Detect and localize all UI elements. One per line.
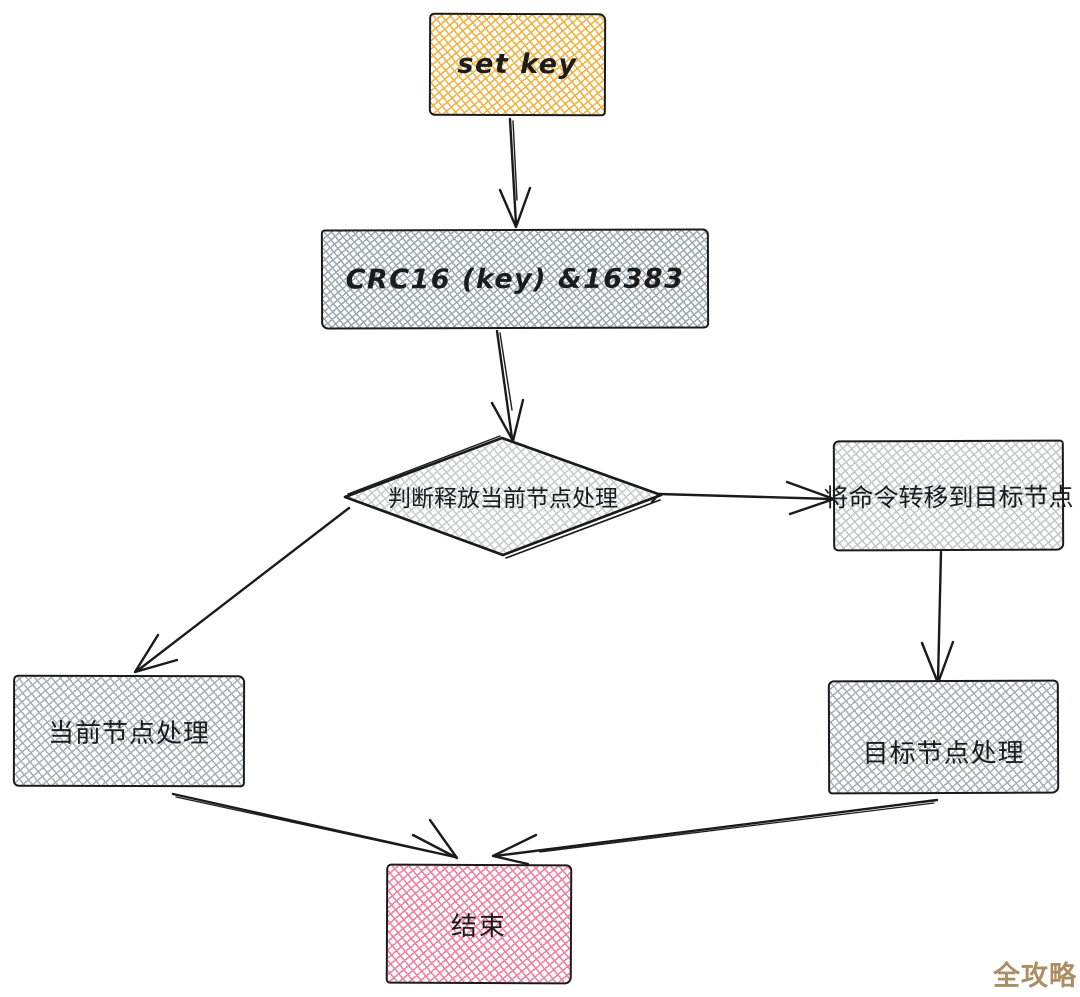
- node-crc16: CRC16 (key) &16383: [320, 228, 710, 330]
- node-current-node-process-label: 当前节点处理: [47, 718, 211, 749]
- node-target-node-process: 目标节点处理: [827, 679, 1060, 795]
- edge-target-to-end-arrow: [491, 798, 939, 866]
- watermark-text: 全攻略: [993, 961, 1077, 992]
- edge-decision-to-current-arrow: [133, 506, 351, 674]
- edge-current-to-end-arrow: [171, 792, 459, 860]
- node-decision: 判断释放当前节点处理: [345, 437, 661, 555]
- node-end-label: 结束: [450, 911, 508, 942]
- edge-decision-to-forward-arrow: [650, 480, 836, 516]
- node-set-key-label: set key: [457, 48, 578, 81]
- node-end: 结束: [385, 863, 573, 985]
- node-crc16-label: CRC16 (key) &16383: [345, 263, 685, 295]
- node-set-key: set key: [428, 12, 607, 117]
- edge-forward-to-target-arrow: [920, 550, 955, 685]
- node-forward-command-label: 将命令转移到目标节点: [823, 482, 1074, 512]
- edge-setkey-to-crc16-arrow: [498, 117, 532, 229]
- node-current-node-process: 当前节点处理: [12, 674, 246, 788]
- node-decision-label: 判断释放当前节点处理: [388, 486, 618, 512]
- node-target-node-process-label: 目标节点处理: [862, 738, 1025, 770]
- node-forward-command: 将命令转移到目标节点: [823, 439, 1074, 552]
- edge-crc16-to-decision-arrow: [490, 329, 525, 443]
